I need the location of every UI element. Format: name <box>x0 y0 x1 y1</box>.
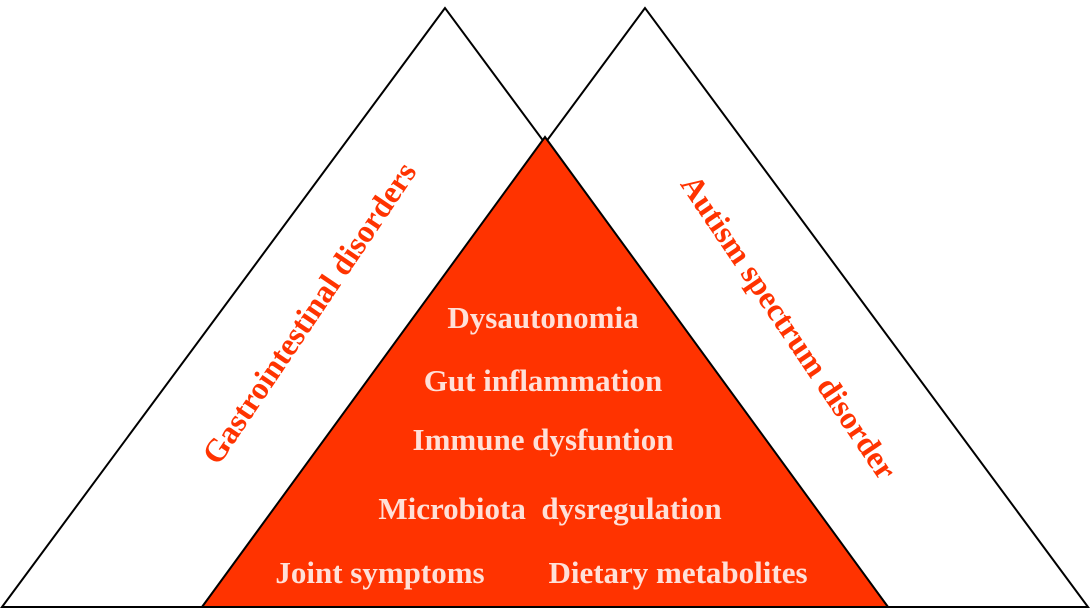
overlap-item-gut-inflammation: Gut inflammation <box>424 363 663 398</box>
overlap-triangle <box>200 135 890 608</box>
overlap-item-joint-symptoms: Joint symptoms <box>275 555 484 590</box>
overlap-item-immune-dysfuntion: Immune dysfuntion <box>413 422 674 457</box>
overlap-item-dietary-metabolites: Dietary metabolites <box>548 555 807 590</box>
overlap-item-dysautonomia: Dysautonomia <box>447 300 639 335</box>
overlap-item-microbiota-dysregulation: Microbiota dysregulation <box>378 491 721 526</box>
